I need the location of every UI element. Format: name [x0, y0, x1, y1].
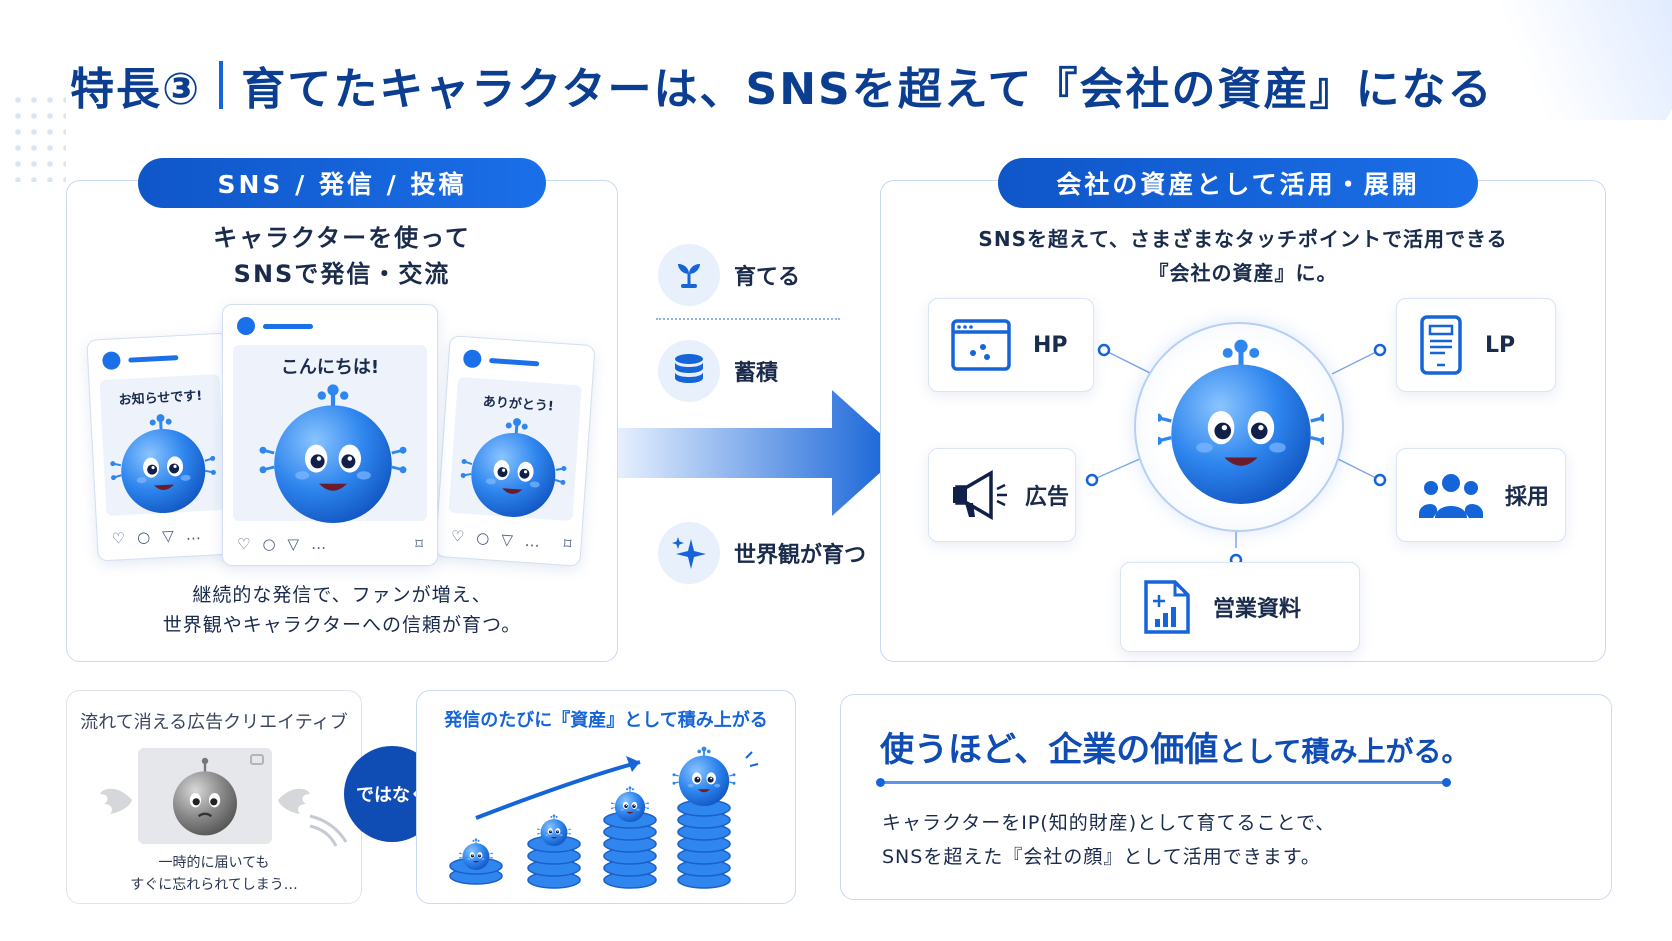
- database-icon: [675, 354, 703, 383]
- post-card-center: こんにちは! ♡○▽…⌑: [222, 304, 438, 566]
- sns-footer-line1: 継続的な発信で、ファンが増え、: [192, 584, 492, 606]
- accumulate-step: 蓄積: [658, 340, 778, 402]
- sns-pill: SNS / 発信 / 投稿: [138, 158, 546, 208]
- value-headline-c: として積み上がる。: [1218, 735, 1470, 768]
- mascot-image: [253, 383, 413, 523]
- page-title: 特長③ 育てたキャラクターは、SNSを超えて『会社の資産』になる: [70, 50, 1494, 120]
- post-card-right: ありがとう! ♡○▽…⌑: [434, 335, 596, 567]
- sprout-icon: [678, 264, 700, 288]
- chat-bubble-icon: [250, 754, 264, 765]
- ephemeral-ad-caption: 一時的に届いても すぐに忘れられてしまう…: [66, 852, 362, 896]
- report-icon: [1144, 580, 1190, 634]
- node-ad-label: 広告: [1025, 485, 1070, 510]
- accumulate-label: 蓄積: [734, 361, 779, 386]
- value-body-line2: SNSを超えた『会社の顔』として活用できます。: [882, 846, 1321, 868]
- title-divider: [219, 61, 224, 109]
- share-icon: ▽: [500, 530, 514, 550]
- mobile-page-icon: [1420, 315, 1462, 375]
- node-sales-label: 営業資料: [1213, 597, 1302, 622]
- gray-mascot-image: [173, 757, 237, 836]
- node-lp-label: LP: [1485, 332, 1516, 358]
- title-feature-number: 特長③: [70, 64, 202, 115]
- share-icon: ▽: [287, 535, 300, 553]
- gray-mascot-card: [138, 748, 272, 844]
- mascot-image: [1158, 336, 1324, 506]
- mascot-image: [106, 410, 220, 516]
- character-hub: [1134, 322, 1344, 532]
- ephemeral-ad-title: 流れて消える広告クリエイティブ: [80, 712, 348, 733]
- accumulate-title: 発信のたびに『資産』として積み上がる: [444, 710, 768, 731]
- motion-lines: [309, 814, 348, 847]
- bookmark-icon: ⌑: [563, 534, 573, 554]
- comment-icon: ○: [262, 535, 276, 553]
- heart-icon: ♡: [111, 529, 126, 548]
- right-wing-icon: [278, 788, 310, 814]
- asset-heading: SNSを超えて、さまざまなタッチポイントで活用できる 『会社の資産』に。: [880, 222, 1606, 290]
- heart-icon: ♡: [450, 526, 465, 546]
- sns-footer: 継続的な発信で、ファンが増え、 世界観やキャラクターへの信頼が育つ。: [66, 580, 618, 640]
- flow-arrow: [618, 390, 902, 516]
- ephemeral-ad-caption-line2: すぐに忘れられてしまう…: [130, 877, 298, 893]
- mascot-image: [456, 413, 572, 521]
- comment-icon: ○: [136, 527, 151, 547]
- value-body: キャラクターをIP(知的財産)として育てることで、 SNSを超えた『会社の顔』と…: [882, 806, 1335, 874]
- worldview-step: 世界観が育つ: [658, 522, 866, 584]
- value-headline-a: 使うほど、: [880, 730, 1049, 770]
- asset-heading-line2: 『会社の資産』に。: [1148, 261, 1338, 285]
- bookmark-icon: ⌑: [415, 535, 423, 553]
- sns-heading-line1: キャラクターを使って: [213, 224, 471, 252]
- post-card-left: お知らせです! ♡○▽…: [86, 332, 240, 562]
- grow-step: 育てる: [658, 244, 800, 306]
- sns-heading-line2: SNSで発信・交流: [233, 260, 451, 288]
- comment-icon: ○: [475, 528, 491, 548]
- node-lp: LP: [1396, 298, 1556, 392]
- megaphone-icon: [953, 469, 1007, 521]
- ephemeral-ad-caption-line1: 一時的に届いても: [158, 855, 270, 871]
- value-headline: 使うほど、企業の価値として積み上がる。: [880, 722, 1469, 771]
- node-hp: HP: [928, 298, 1094, 392]
- title-text: 育てたキャラクターは、SNSを超えて『会社の資産』になる: [241, 64, 1494, 115]
- grow-label: 育てる: [734, 265, 801, 290]
- post-caption: こんにちは!: [280, 357, 380, 378]
- browser-icon: [951, 319, 1011, 371]
- sparkle-icon: [672, 537, 706, 569]
- worldview-label: 世界観が育つ: [734, 543, 867, 568]
- node-recruit: 採用: [1396, 448, 1566, 542]
- middle-divider: [656, 318, 840, 320]
- value-headline-b: 企業の価値: [1048, 730, 1219, 770]
- value-body-line1: キャラクターをIP(知的財産)として育てることで、: [882, 812, 1336, 834]
- stacked-assets-illustration: [449, 745, 759, 889]
- value-panel: [840, 694, 1612, 900]
- sns-footer-line2: 世界観やキャラクターへの信頼が育つ。: [162, 614, 522, 636]
- value-underline-dot-left: [876, 778, 885, 787]
- node-hp-label: HP: [1033, 332, 1068, 358]
- hub-connectors: [1085, 343, 1387, 567]
- sns-heading: キャラクターを使って SNSで発信・交流: [66, 220, 618, 292]
- value-underline-dot-right: [1442, 778, 1451, 787]
- asset-pill: 会社の資産として活用・展開: [998, 158, 1478, 208]
- people-icon: [1419, 474, 1483, 518]
- value-underline: [880, 781, 1446, 784]
- left-wing-icon: [100, 788, 132, 814]
- node-recruit-label: 採用: [1505, 485, 1550, 510]
- share-icon: ▽: [161, 526, 175, 546]
- node-sales: 営業資料: [1120, 562, 1360, 652]
- node-ad: 広告: [928, 448, 1076, 542]
- dot-pattern-decoration: [10, 92, 66, 182]
- asset-heading-line1: SNSを超えて、さまざまなタッチポイントで活用できる: [978, 227, 1508, 251]
- heart-icon: ♡: [237, 535, 251, 553]
